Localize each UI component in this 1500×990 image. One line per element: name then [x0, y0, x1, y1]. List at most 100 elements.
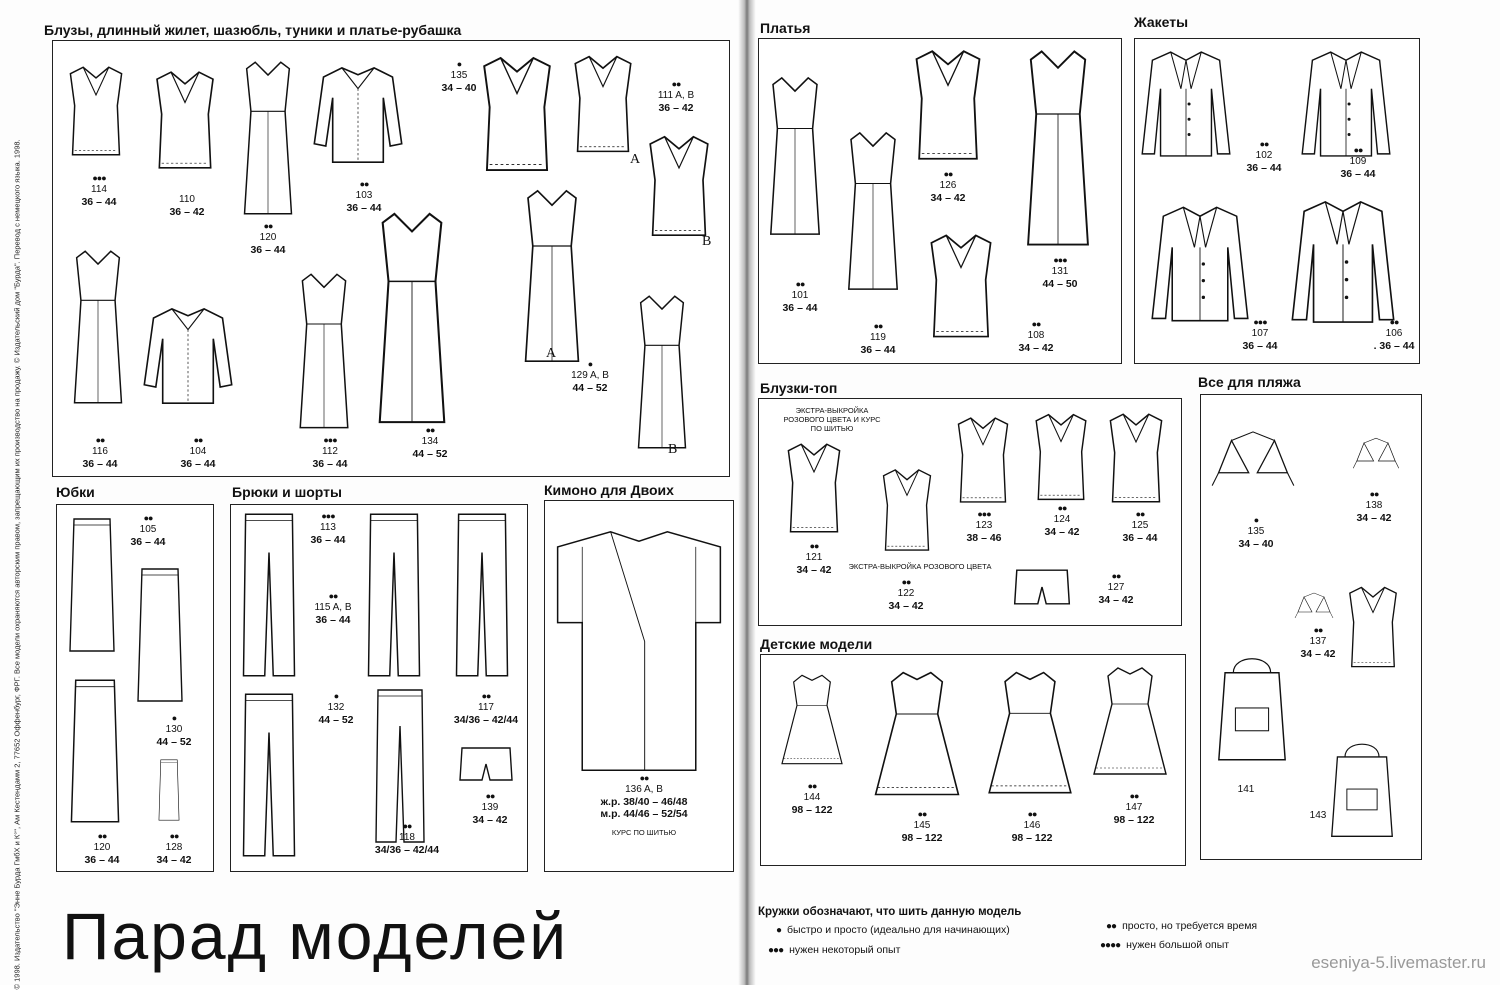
- garment-sketch-144: [768, 672, 856, 772]
- model-label-143: 143: [1309, 810, 1327, 821]
- garment-sketch-135-bikini: [1210, 410, 1296, 514]
- garment-sketch-136: [550, 528, 728, 774]
- garment-sketch-113: [236, 510, 302, 680]
- garment-sketch-121: [770, 440, 858, 536]
- section-title-dresses: Платья: [760, 20, 811, 36]
- garment-sketch-112: [288, 270, 360, 432]
- garment-sketch-129b: [604, 292, 720, 452]
- garment-sketch-126: [900, 46, 996, 164]
- difficulty-legend-title: Кружки обозначают, что шить данную модел…: [758, 906, 1022, 918]
- model-label-106: ●●106. 36 – 44: [1373, 317, 1415, 352]
- variant-b-label-129: B: [668, 442, 678, 457]
- section-title-beach: Все для пляжа: [1198, 374, 1301, 390]
- garment-sketch-117: [448, 510, 516, 680]
- garment-sketch-115: [360, 510, 428, 680]
- bag-sketch-141: [1210, 652, 1294, 766]
- section-title-trousers: Брюки и шорты: [232, 484, 342, 500]
- garment-sketch-135: [476, 52, 558, 176]
- garment-sketch-123: [944, 414, 1022, 506]
- variant-a-label: A: [630, 152, 641, 167]
- garment-sketch-131: [1016, 46, 1100, 250]
- section-title-tops: Блузки-топ: [760, 380, 838, 396]
- garment-sketch-125: [1104, 410, 1168, 506]
- garment-sketch-146: [982, 668, 1078, 804]
- garment-sketch-114: [64, 52, 128, 170]
- page-gutter: [738, 0, 756, 985]
- section-title-jackets: Жакеты: [1134, 14, 1189, 30]
- garment-sketch-147: [1088, 664, 1172, 784]
- garment-sketch-105: [62, 510, 122, 660]
- watermark: eseniya-5.livemaster.ru: [1311, 953, 1486, 972]
- copyright-credit: © 1998. Издательство "Энне Бурда ГмбХ и …: [12, 139, 22, 990]
- section-title-blouses: Блузы, длинный жилет, шазюбль, туники и …: [44, 22, 462, 38]
- garment-sketch-128: [140, 758, 198, 822]
- garment-sketch-124: [1030, 410, 1092, 504]
- garment-sketch-120-skirt: [62, 676, 128, 826]
- tops-extra-pattern-note-2: ЭКСТРА-ВЫКРОЙКА РОЗОВОГО ЦВЕТА: [848, 562, 992, 571]
- tops-extra-pattern-note: ЭКСТРА-ВЫКРОЙКА РОЗОВОГО ЦВЕТА И КУРС ПО…: [783, 406, 881, 433]
- section-title-skirts: Юбки: [56, 484, 95, 500]
- garment-sketch-145: [868, 668, 966, 806]
- legend-row-2: ●●просто, но требуется время: [1106, 920, 1258, 932]
- garment-sketch-137-suit: [1344, 572, 1402, 682]
- garment-sketch-120: [236, 58, 300, 218]
- garment-sketch-111b: [642, 132, 716, 240]
- page-title: Парад моделей: [62, 899, 569, 973]
- garment-sketch-139: [456, 744, 516, 784]
- kimono-sewing-course-note: КУРС ПО ШИТЬЮ: [611, 828, 677, 837]
- garment-sketch-137-top: [1290, 592, 1338, 622]
- garment-sketch-111a: [568, 52, 638, 156]
- garment-sketch-108: [924, 226, 998, 346]
- variant-a-label-129: A: [546, 346, 557, 361]
- legend-row-1: ●быстро и просто (идеально для начинающи…: [776, 924, 1010, 936]
- bag-sketch-143: [1320, 738, 1404, 842]
- legend-row-3: ●●●нужен некоторый опыт: [768, 944, 901, 956]
- variant-b-label: B: [702, 234, 712, 249]
- garment-sketch-134: [362, 208, 462, 428]
- garment-sketch-103: [312, 54, 404, 176]
- garment-sketch-101: [762, 46, 828, 266]
- garment-sketch-119: [840, 104, 906, 318]
- section-title-kimono: Кимоно для Двоих: [544, 482, 674, 498]
